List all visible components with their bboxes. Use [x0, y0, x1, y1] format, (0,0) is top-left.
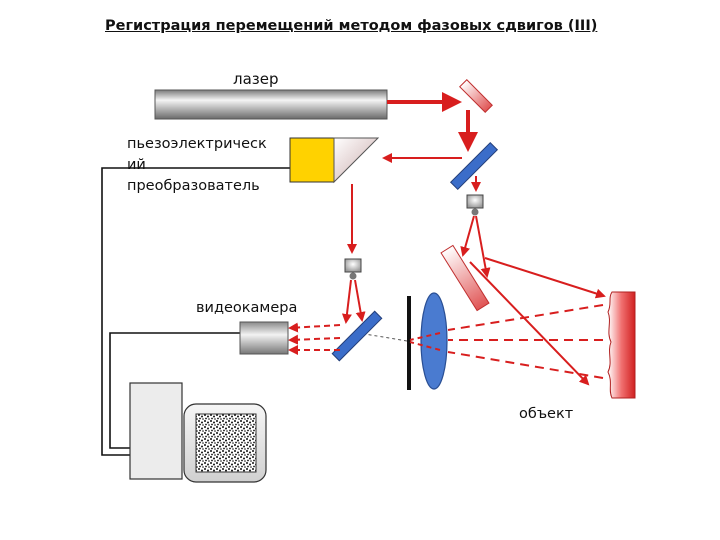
- beam-object-to-splitter: [364, 333, 408, 342]
- reference-prism: [333, 137, 380, 184]
- wire-camera-to-computer: [109, 332, 240, 449]
- imaging-lens: [420, 292, 448, 390]
- laser-label: лазер: [233, 70, 279, 88]
- beam-illum-b: [469, 261, 590, 386]
- spatial-filter-right: [466, 194, 484, 216]
- laser-tube: [154, 89, 388, 120]
- speckle-image: [195, 413, 257, 473]
- beam-diverge-b: [475, 215, 491, 278]
- spatial-filter-left: [344, 258, 362, 280]
- piezo-label: пьезоэлектрическ ий преобразователь: [127, 136, 267, 194]
- video-camera: [239, 321, 289, 355]
- diagram-title: Регистрация перемещений методом фазовых …: [105, 18, 598, 34]
- beam-ref-b: [354, 279, 366, 322]
- object-label: объект: [519, 406, 574, 422]
- beam-illum-a: [484, 257, 606, 299]
- camera-label: видеокамера: [196, 300, 298, 316]
- beam-ref-a: [341, 279, 352, 324]
- wire-piezo-to-computer: [101, 167, 290, 456]
- beam-scatter-top: [447, 304, 604, 331]
- computer-tower: [129, 382, 183, 480]
- beam-splitter-main: [449, 141, 499, 191]
- beam-diverge-a: [460, 215, 475, 257]
- mirror-turning: [459, 79, 493, 113]
- beam-splitter-camera: [331, 310, 383, 362]
- beam-to-camera-a: [288, 322, 341, 333]
- beam-to-camera-b: [288, 334, 341, 345]
- object-surface: [607, 291, 636, 399]
- mirror-illumination: [440, 244, 490, 312]
- piezo-actuator: [289, 137, 335, 183]
- beam-scatter-bottom: [447, 351, 604, 379]
